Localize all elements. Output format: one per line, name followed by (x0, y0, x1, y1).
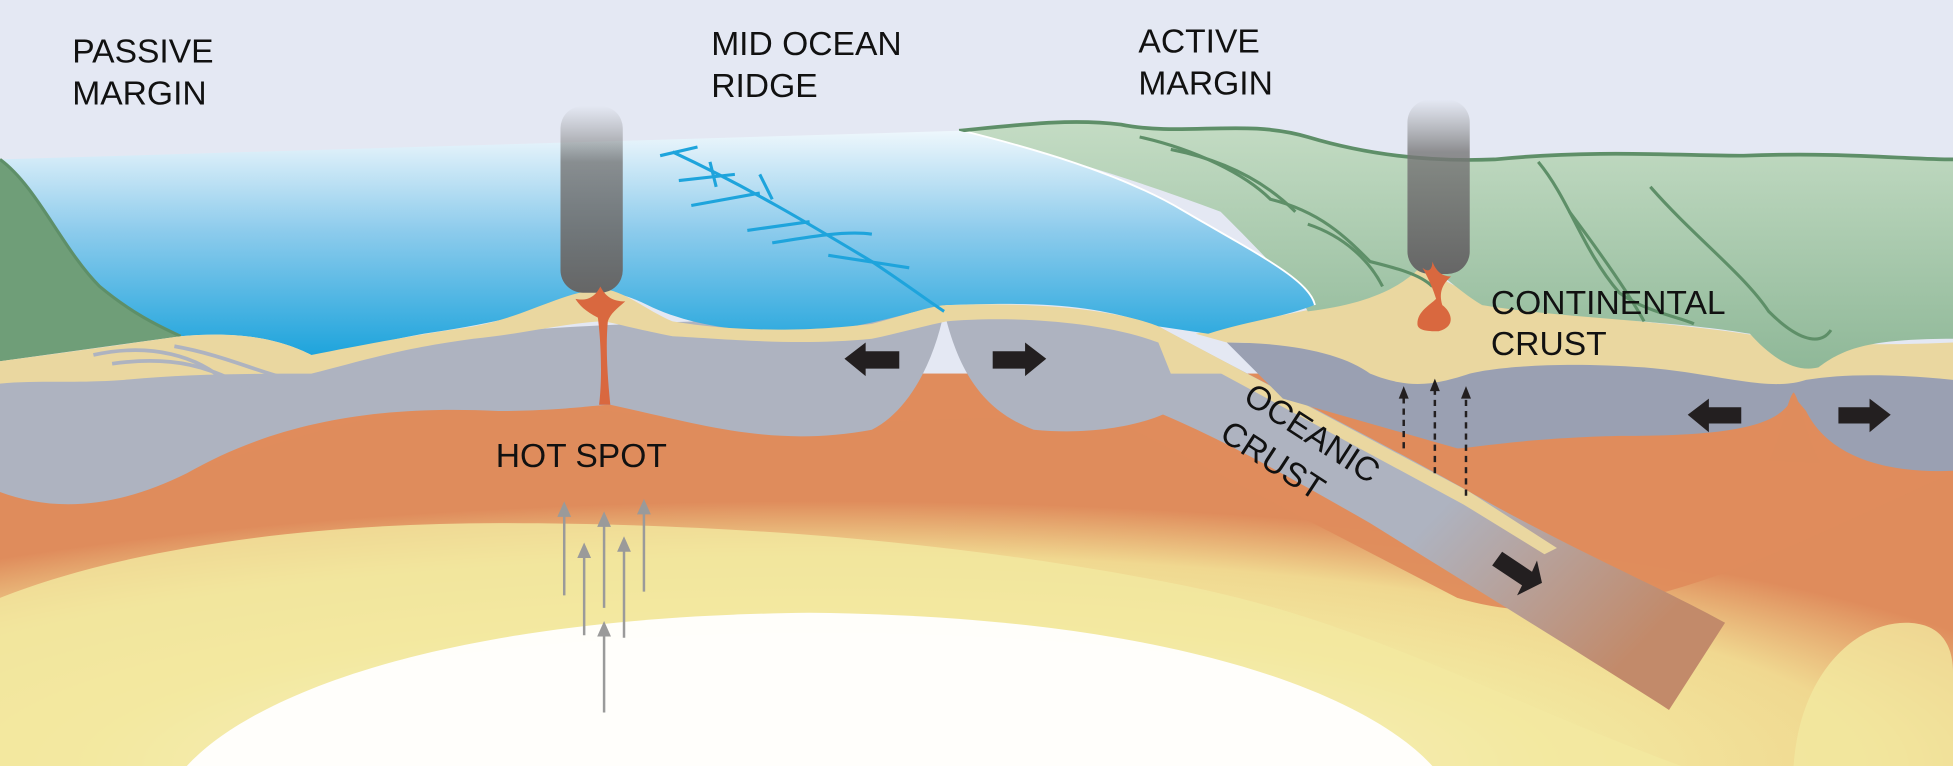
hot-spot-core (186, 612, 1433, 766)
arrow-right-icon (992, 342, 1047, 377)
label-continental-crust-2: CRUST (1491, 326, 1607, 363)
magma-rise-arrowheads (1398, 378, 1471, 399)
passive-margin-strata (93, 344, 294, 391)
ridge-fracture-lines (659, 145, 945, 313)
rift-magma (1768, 392, 1821, 464)
continental-crust-sediment (1195, 269, 1953, 385)
label-continental-crust-1: CONTINENTAL (1491, 285, 1726, 322)
label-active-margin-1: ACTIVE (1138, 23, 1259, 60)
label-hot-spot: HOT SPOT (496, 438, 667, 475)
passive-margin-hill (0, 159, 181, 362)
arrow-down-right-icon (1492, 551, 1542, 596)
arrow-left-icon (844, 342, 900, 377)
arrow-left-icon (1687, 398, 1742, 433)
label-mid-ocean-ridge-2: RIDGE (711, 68, 817, 105)
mantle-glow-right (1793, 622, 1953, 766)
label-passive-margin-2: MARGIN (72, 76, 206, 113)
slab-sediment (1152, 326, 1557, 555)
magma-rise-arrows (1402, 388, 1468, 496)
hot-spot-arrows (557, 498, 651, 713)
label-passive-margin-1: PASSIVE (72, 33, 213, 70)
hot-spot-magma-conduit (575, 286, 626, 405)
label-active-margin-2: MARGIN (1138, 66, 1272, 103)
subducting-slab (1120, 326, 1726, 710)
label-mid-ocean-ridge-1: MID OCEAN (711, 26, 901, 63)
arrow-right-icon (1838, 398, 1891, 433)
seafloor-sediment (0, 288, 1246, 384)
ocean (0, 130, 1315, 355)
mountain-lines (1139, 135, 1833, 341)
arc-magma-chamber (1417, 261, 1452, 332)
hot-spot-plume-ash (560, 105, 623, 293)
hill-outline (0, 158, 182, 338)
plate-motion-arrows (844, 342, 1891, 596)
arc-volcano-ash (1407, 99, 1470, 275)
